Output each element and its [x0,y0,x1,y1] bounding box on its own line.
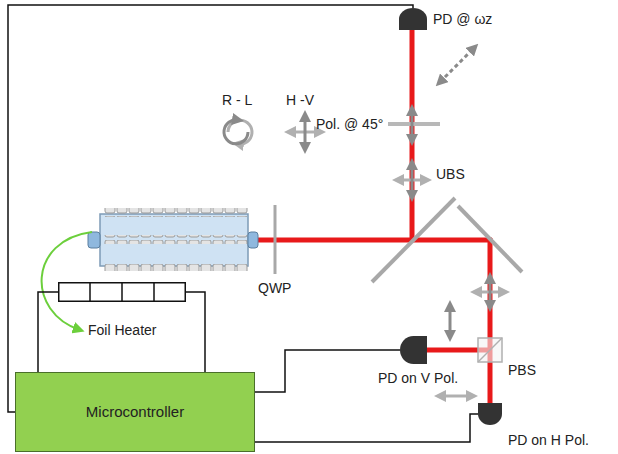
photodiode: PD on H Pol. [478,403,502,425]
component-label: PD @ ωz [433,11,492,27]
photodiode: PD on V Pol. [400,336,427,364]
polarization-label: R - L [222,92,252,108]
component-label: QWP [258,280,291,296]
component-label: Pol. @ 45° [316,116,383,132]
laser-beam [256,30,492,403]
polarization-arrows [224,48,504,396]
signal-wire [255,414,478,442]
mirror [458,206,522,272]
heat-arrow [42,232,92,330]
microcontroller-box: Microcontroller [15,372,255,452]
signal-wire [38,292,58,372]
photodiode: PD @ ωz [399,8,427,30]
photodiode-symbol [478,403,502,425]
quarter-wave-plate [274,205,277,274]
component-label: PD on H Pol. [508,432,589,448]
vapor-cell [88,208,258,271]
beam-splitter [372,198,455,282]
component-label: Foil Heater [88,322,156,338]
heater-symbol [58,282,186,302]
pbs-cube [478,338,502,362]
component-label: UBS [436,166,465,182]
polarization-label: H -V [286,92,314,108]
polarizer [388,122,440,126]
photodiode-symbol [400,336,427,364]
foil-heater: Foil Heater [58,282,186,302]
photodiode-symbol [399,8,427,30]
component-label: PD on V Pol. [378,370,458,386]
component-label: PBS [508,362,536,378]
signal-wire [8,5,413,412]
box-title: Microcontroller [86,404,184,420]
heater-wire [186,292,205,372]
